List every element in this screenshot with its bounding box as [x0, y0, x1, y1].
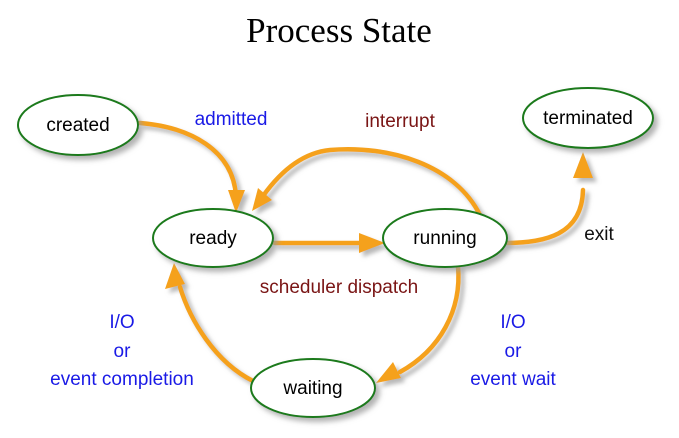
edge-label-scheduler-dispatch: scheduler dispatch — [260, 277, 418, 298]
io-wait-line-1: I/O — [500, 312, 525, 333]
running-ellipse[interactable] — [382, 208, 508, 268]
edge-ready-to-running — [272, 233, 385, 253]
running-label: running — [413, 228, 476, 249]
io-completion-line-1: I/O — [109, 312, 134, 333]
io-wait-line-3: event wait — [470, 369, 556, 390]
io-completion-line-3: event completion — [50, 369, 194, 390]
edge-created-to-ready — [137, 120, 245, 213]
edge-label-interrupt: interrupt — [365, 111, 435, 132]
node-running[interactable]: running — [382, 208, 508, 268]
node-created[interactable]: created — [17, 94, 139, 156]
ready-ellipse[interactable] — [152, 208, 274, 268]
waiting-label: waiting — [282, 378, 342, 399]
terminated-ellipse[interactable] — [522, 87, 654, 149]
edge-running-to-waiting — [376, 263, 461, 383]
edge-running-to-ready — [252, 147, 483, 218]
page-title: Process State — [246, 11, 432, 50]
created-label: created — [46, 115, 109, 136]
node-ready[interactable]: ready — [152, 208, 274, 268]
edge-label-io-event-completion: I/O or event completion — [50, 312, 194, 390]
io-completion-line-2: or — [114, 341, 132, 362]
edge-label-admitted: admitted — [195, 109, 268, 130]
waiting-ellipse[interactable] — [250, 358, 376, 418]
node-waiting[interactable]: waiting — [250, 358, 376, 418]
edge-label-io-event-wait: I/O or event wait — [470, 312, 556, 390]
edge-waiting-to-ready — [165, 263, 256, 384]
io-wait-line-2: or — [505, 341, 523, 362]
created-ellipse[interactable] — [17, 94, 139, 156]
ready-label: ready — [189, 228, 237, 249]
edge-running-to-terminated — [502, 152, 593, 246]
node-terminated[interactable]: terminated — [522, 87, 654, 149]
edge-label-exit: exit — [584, 224, 614, 245]
terminated-label: terminated — [543, 108, 633, 129]
